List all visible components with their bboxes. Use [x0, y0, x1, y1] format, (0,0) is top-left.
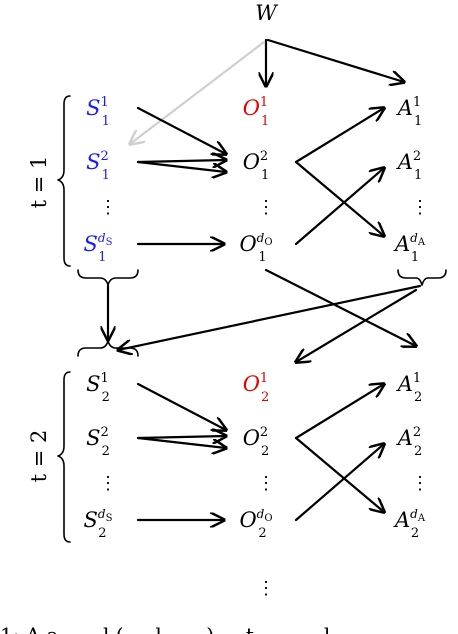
edge-s2-to-o2a-t2 [136, 436, 226, 438]
edge-w-to-a1 [266, 38, 404, 82]
edge-a1-to-s2brace [118, 284, 422, 350]
time-brace-t1 [57, 95, 71, 267]
edge-s1-to-o2-t1 [136, 106, 226, 154]
edge-od-to-a2-t2 [294, 444, 384, 522]
time-label-t2: t = 2 [27, 430, 51, 483]
edge-od-to-a2-t1 [294, 168, 384, 246]
vdots-s-t2: ⋮ [99, 473, 117, 494]
overbrace-s2 [77, 340, 139, 357]
underbrace-s1 [77, 269, 139, 286]
underbrace-a1 [397, 269, 447, 286]
vdots-o-t2: ⋮ [257, 473, 275, 494]
edge-o2-to-ad-t1 [294, 160, 384, 236]
edge-a1-to-o1-t2 [296, 288, 418, 362]
edge-o2-to-ad-t2 [294, 436, 384, 512]
caption-fragment: 1: A a . . . l ( . . l . . . ) . . t . .… [0, 623, 330, 634]
edge-o2-to-a1-t2 [294, 384, 384, 440]
edge-s1-to-o2-t2 [136, 382, 226, 430]
edge-w-to-s1-2 [130, 40, 266, 144]
edge-s2-to-o2b-t1 [136, 160, 226, 172]
continuation-vdots: ⋮ [257, 578, 275, 599]
vdots-a-t1: ⋮ [411, 197, 429, 218]
world-node: W [255, 1, 279, 25]
edges-group [108, 38, 422, 522]
vdots-a-t2: ⋮ [411, 473, 429, 494]
edge-o2-to-a1-t1 [294, 108, 384, 164]
time-label-t1: t = 1 [27, 156, 51, 209]
edge-s2-to-o2a-t1 [136, 160, 226, 162]
edge-s2-to-o2b-t2 [136, 436, 226, 448]
vdots-s-t1: ⋮ [99, 197, 117, 218]
edge-od1-to-a1-t2 [264, 268, 416, 346]
vdots-o-t1: ⋮ [257, 197, 275, 218]
time-brace-t2 [57, 371, 71, 543]
